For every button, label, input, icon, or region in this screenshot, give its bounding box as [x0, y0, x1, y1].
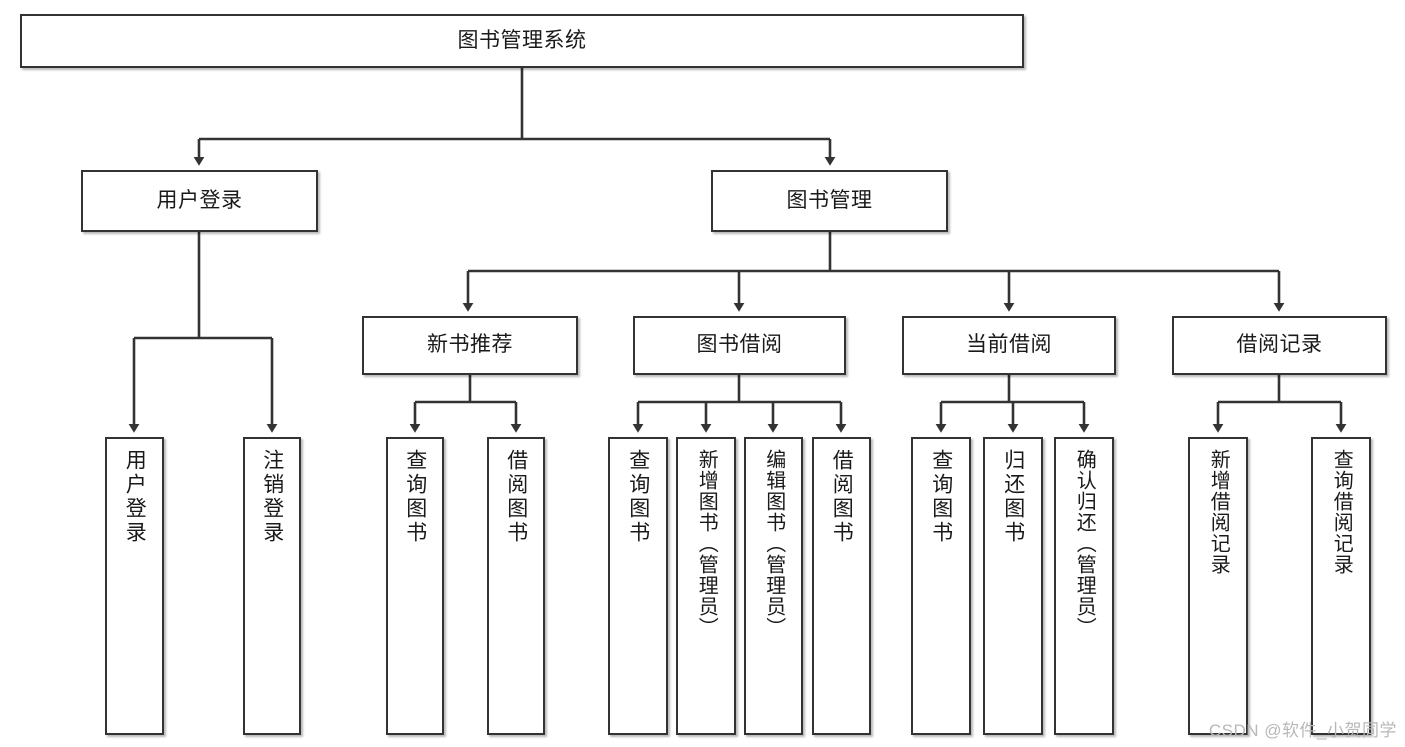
- watermark: CSDN @软件_小贺同学: [1208, 721, 1397, 740]
- node-leaf-borrow-book-1[interactable]: 借阅图书: [487, 437, 545, 735]
- node-leaf-confirm-return-label: 确认归还（管理员）: [1073, 449, 1096, 638]
- node-leaf-query-book-1-label: 查询图书: [403, 449, 427, 545]
- node-leaf-query-record-label: 查询借阅记录: [1330, 449, 1353, 575]
- node-leaf-user-login[interactable]: 用户登录: [105, 437, 164, 735]
- node-book-manage[interactable]: 图书管理: [711, 170, 948, 232]
- node-borrow-record[interactable]: 借阅记录: [1172, 316, 1387, 375]
- node-root[interactable]: 图书管理系统: [20, 14, 1024, 68]
- node-leaf-edit-book[interactable]: 编辑图书（管理员）: [744, 437, 803, 735]
- node-leaf-return-book[interactable]: 归还图书: [983, 437, 1043, 735]
- node-book-borrow[interactable]: 图书借阅: [633, 316, 846, 375]
- node-book-borrow-label: 图书借阅: [696, 333, 783, 357]
- node-leaf-query-book-1[interactable]: 查询图书: [386, 437, 444, 735]
- node-leaf-add-book-label: 新增图书（管理员）: [695, 449, 718, 638]
- node-leaf-edit-book-label: 编辑图书（管理员）: [762, 449, 785, 638]
- node-leaf-add-book[interactable]: 新增图书（管理员）: [676, 437, 736, 735]
- node-borrow-record-label: 借阅记录: [1236, 333, 1323, 357]
- node-leaf-query-book-2[interactable]: 查询图书: [608, 437, 668, 735]
- node-new-book-recommend[interactable]: 新书推荐: [362, 316, 578, 375]
- node-leaf-query-book-2-label: 查询图书: [626, 449, 650, 545]
- node-current-borrow[interactable]: 当前借阅: [902, 316, 1116, 375]
- node-leaf-borrow-book-1-label: 借阅图书: [504, 449, 528, 545]
- node-current-borrow-label: 当前借阅: [966, 333, 1052, 357]
- node-leaf-add-record-label: 新增借阅记录: [1207, 449, 1230, 575]
- node-leaf-borrow-book-2[interactable]: 借阅图书: [812, 437, 871, 735]
- node-leaf-query-book-3-label: 查询图书: [929, 449, 953, 545]
- node-leaf-query-record[interactable]: 查询借阅记录: [1311, 437, 1371, 735]
- node-user-login[interactable]: 用户登录: [81, 170, 318, 232]
- node-user-login-label: 用户登录: [156, 188, 243, 212]
- node-leaf-query-book-3[interactable]: 查询图书: [911, 437, 971, 735]
- node-root-label: 图书管理系统: [457, 28, 587, 52]
- node-new-book-recommend-label: 新书推荐: [427, 333, 513, 357]
- node-leaf-confirm-return[interactable]: 确认归还（管理员）: [1054, 437, 1114, 735]
- node-leaf-return-book-label: 归还图书: [1001, 449, 1025, 545]
- node-leaf-logout[interactable]: 注销登录: [243, 437, 301, 735]
- node-leaf-logout-label: 注销登录: [260, 449, 284, 545]
- node-book-manage-label: 图书管理: [786, 188, 873, 212]
- node-leaf-user-login-label: 用户登录: [123, 449, 147, 545]
- node-leaf-add-record[interactable]: 新增借阅记录: [1188, 437, 1248, 735]
- node-leaf-borrow-book-2-label: 借阅图书: [830, 449, 854, 545]
